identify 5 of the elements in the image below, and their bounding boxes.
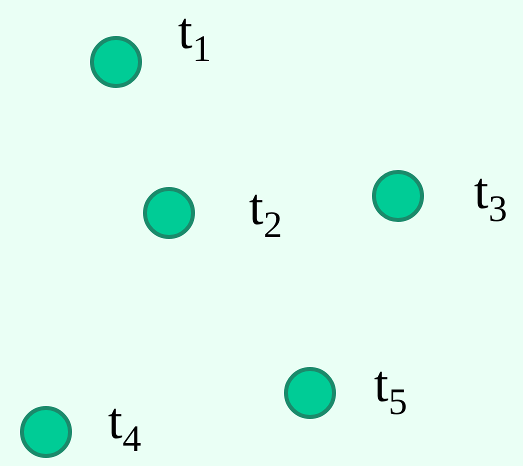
circle-marker — [20, 406, 72, 458]
circle-marker — [143, 187, 195, 239]
circle-marker — [90, 36, 142, 88]
circle-marker — [284, 367, 336, 419]
circle-marker — [372, 170, 424, 222]
